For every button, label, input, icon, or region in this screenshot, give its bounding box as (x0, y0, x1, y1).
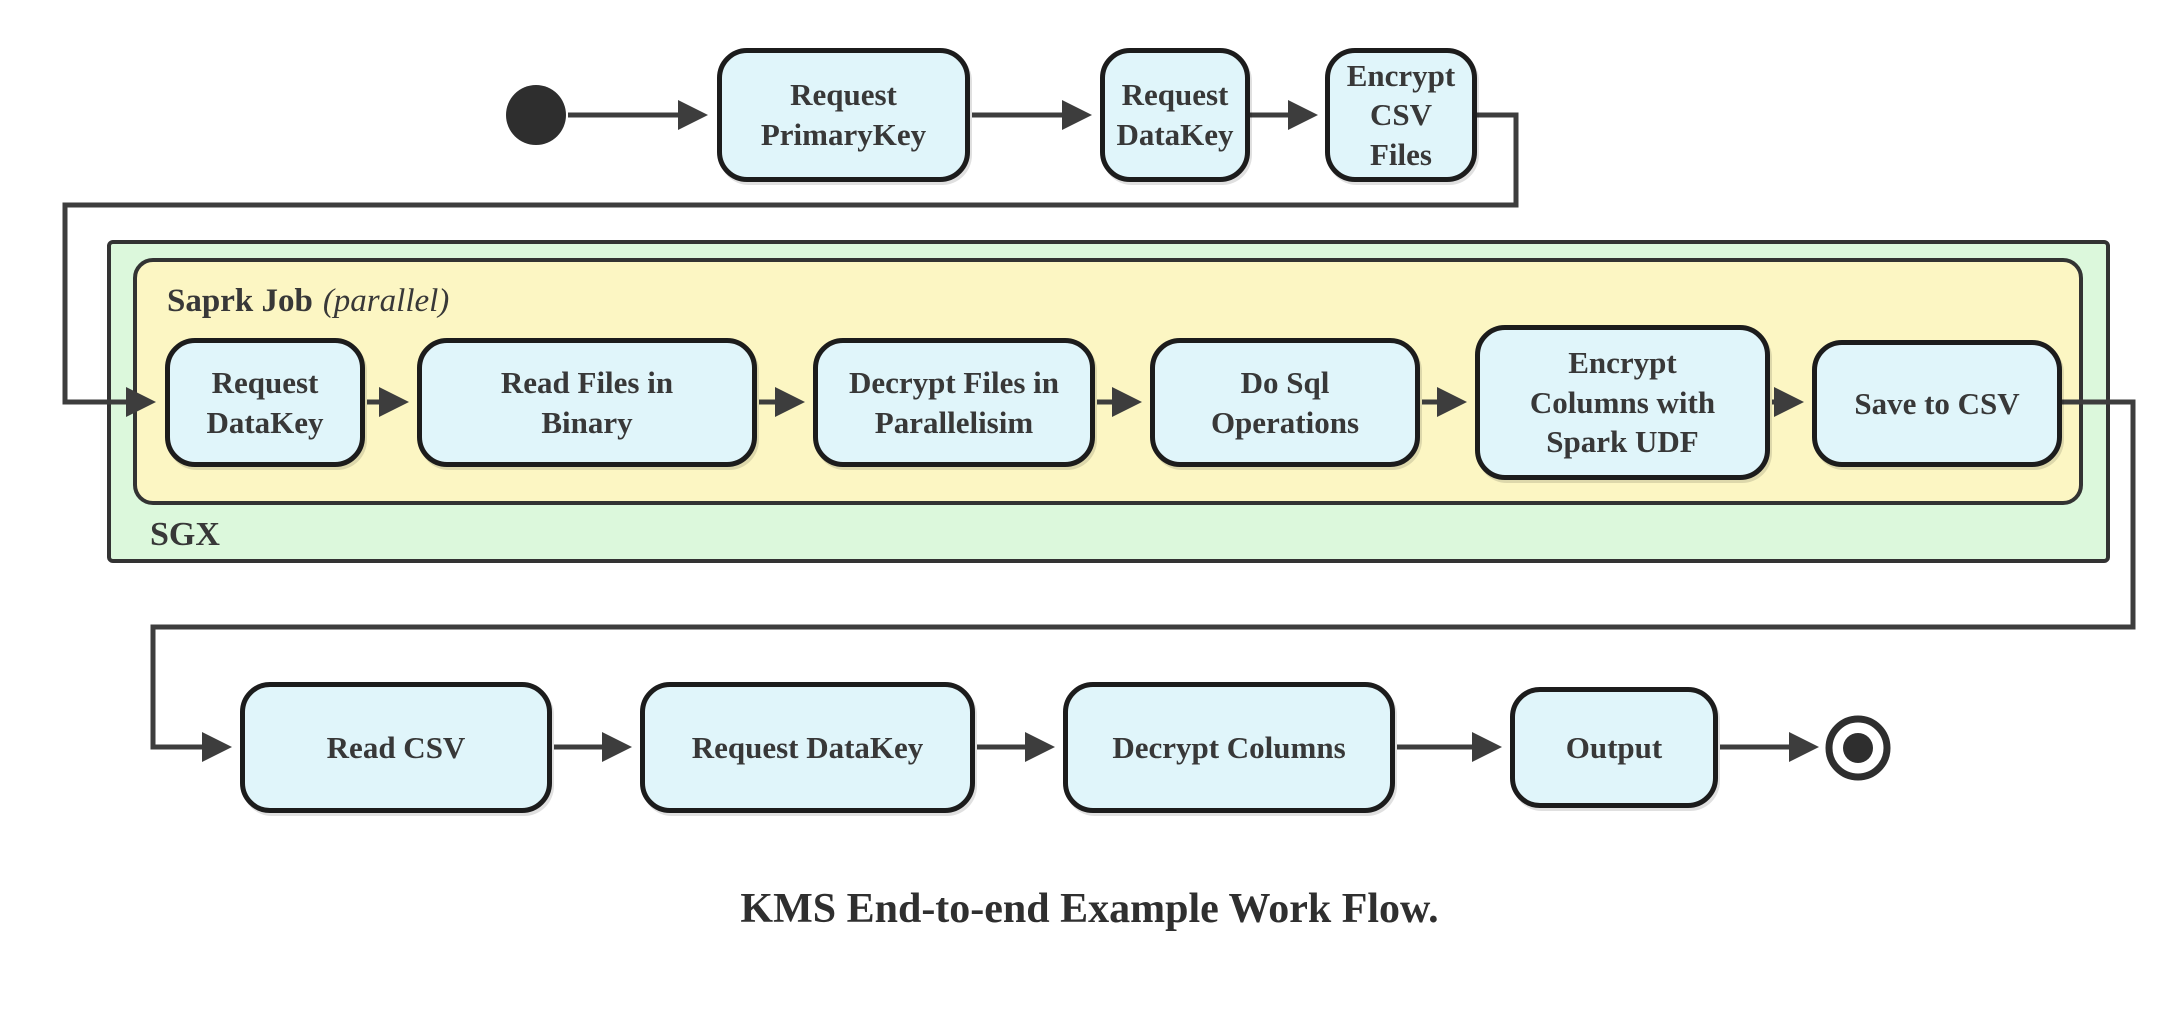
node-decrypt-columns: Decrypt Columns (1063, 682, 1395, 813)
node-request-datakey-bottom: Request DataKey (640, 682, 975, 813)
node-read-files-in-binary-label: Read Files in Binary (500, 364, 674, 440)
start-node (506, 85, 566, 145)
node-output-label: Output (1565, 729, 1663, 765)
node-request-primarykey-label: Request PrimaryKey (760, 77, 927, 152)
spark-job-title: Saprk Job (167, 283, 313, 319)
node-encrypt-csv-files-label: Encrypt CSV Files (1346, 57, 1456, 172)
spark-job-label: Saprk Job(parallel) (167, 283, 449, 320)
node-read-csv: Read CSV (240, 682, 552, 813)
edge-save-csv-to-read-csv (150, 399, 2136, 762)
node-encrypt-columns-with-spark-udf: Encrypt Columns with Spark UDF (1475, 325, 1770, 480)
node-request-datakey-bottom-label: Request DataKey (691, 729, 924, 765)
node-request-datakey-top-label: Request DataKey (1116, 77, 1234, 152)
node-request-primarykey: Request PrimaryKey (717, 48, 970, 182)
node-decrypt-files-in-parallelisim-label: Decrypt Files in Parallelisim (848, 364, 1060, 440)
node-encrypt-csv-files: Encrypt CSV Files (1325, 48, 1477, 182)
node-do-sql-operations-label: Do Sql Operations (1210, 364, 1360, 440)
node-decrypt-columns-label: Decrypt Columns (1112, 729, 1346, 765)
node-request-datakey-top: Request DataKey (1100, 48, 1250, 182)
node-read-files-in-binary: Read Files in Binary (417, 338, 757, 467)
diagram-caption: KMS End-to-end Example Work Flow. (740, 886, 1439, 932)
node-output: Output (1510, 687, 1718, 808)
spark-job-parallel-annotation: (parallel) (322, 283, 450, 319)
node-save-to-csv-label: Save to CSV (1854, 385, 2020, 421)
node-sgx-request-datakey: Request DataKey (165, 338, 365, 467)
end-node-inner-dot (1843, 733, 1873, 763)
node-decrypt-files-in-parallelisim: Decrypt Files in Parallelisim (813, 338, 1095, 467)
edge-encrypt-csv-to-sgx-request-datakey (62, 112, 1519, 417)
node-encrypt-columns-with-spark-udf-label: Encrypt Columns with Spark UDF (1529, 344, 1716, 460)
sgx-label: SGX (150, 516, 220, 553)
node-read-csv-label: Read CSV (326, 729, 466, 765)
node-save-to-csv: Save to CSV (1812, 340, 2062, 467)
node-do-sql-operations: Do Sql Operations (1150, 338, 1420, 467)
node-sgx-request-datakey-label: Request DataKey (206, 364, 324, 440)
